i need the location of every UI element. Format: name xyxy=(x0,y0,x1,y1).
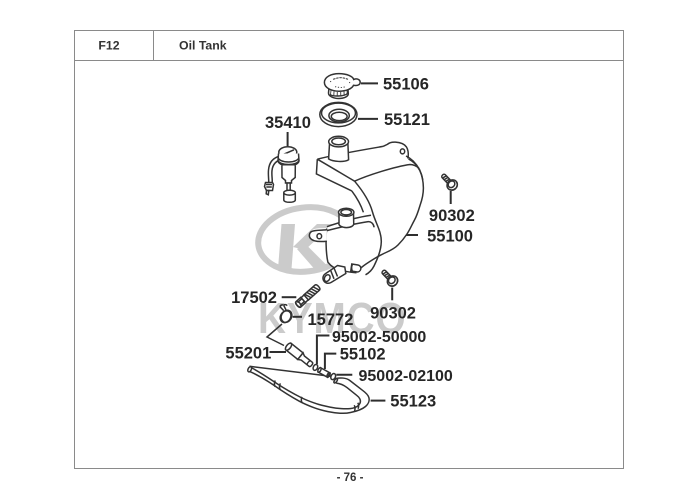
svg-text:95002-02100: 95002-02100 xyxy=(359,368,453,385)
svg-text:55121: 55121 xyxy=(384,111,430,129)
svg-text:Oil Tank: Oil Tank xyxy=(179,39,227,53)
svg-text:55123: 55123 xyxy=(390,392,436,410)
svg-text:95002-50000: 95002-50000 xyxy=(332,329,426,346)
svg-text:- 76 -: - 76 - xyxy=(337,472,364,484)
svg-text:55106: 55106 xyxy=(383,76,429,94)
svg-text:F12: F12 xyxy=(98,39,119,53)
svg-text:15772: 15772 xyxy=(308,311,354,329)
svg-text:90302: 90302 xyxy=(370,304,416,322)
svg-text:KYMCO: KYMCO xyxy=(258,293,407,343)
svg-text:90302: 90302 xyxy=(429,207,475,225)
svg-text:55102: 55102 xyxy=(340,345,386,363)
svg-text:55100: 55100 xyxy=(427,228,473,246)
svg-text:17502: 17502 xyxy=(231,289,277,307)
svg-text:35410: 35410 xyxy=(265,114,311,132)
svg-text:55201: 55201 xyxy=(225,344,271,362)
